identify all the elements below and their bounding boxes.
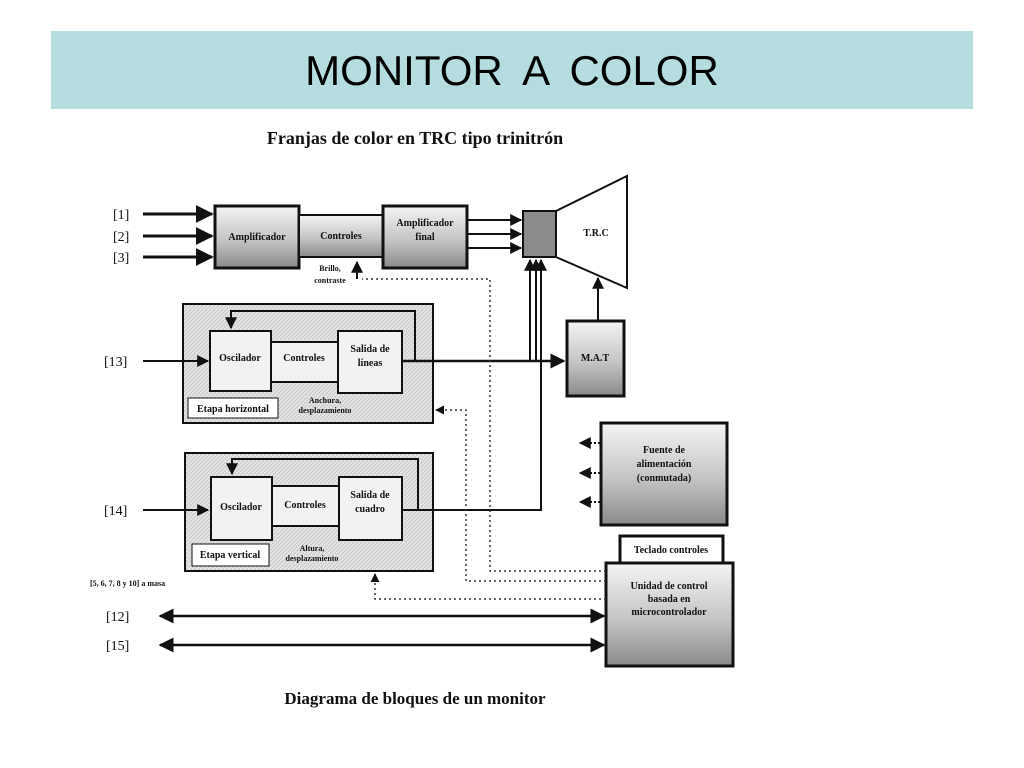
input-lines-rgb (143, 205, 214, 266)
controles-v-label: Controles (284, 500, 326, 511)
etapa-horizontal-label: Etapa horizontal (197, 404, 269, 415)
teclado-label: Teclado controles (634, 545, 708, 556)
input-label-14: [14] (104, 504, 127, 519)
amplificador-label: Amplificador (228, 232, 286, 243)
altura-label-2: desplazamiento (286, 554, 339, 563)
control-line-vertical (370, 573, 606, 600)
ground-pins-label: [5, 6, 7, 8 y 10] a masa (90, 579, 165, 588)
power-output-arrows (578, 437, 600, 508)
controles-h-block (270, 341, 339, 383)
rgb-to-trc-lines (467, 214, 523, 254)
brillo-label-1: Brillo, (319, 264, 341, 273)
trc-label: T.R.C (583, 228, 608, 239)
etapa-vertical-label: Etapa vertical (200, 550, 260, 561)
etapa-vertical-box (191, 543, 270, 567)
controles-h-label: Controles (283, 353, 325, 364)
title-banner: MONITOR A COLOR (51, 31, 973, 109)
input-label-15: [15] (106, 639, 129, 654)
mat-label: M.A.T (581, 353, 610, 364)
oscilador-v-label: Oscilador (220, 502, 262, 513)
slide-title: MONITOR A COLOR (305, 47, 719, 94)
salida-lineas-label-2: líneas (358, 358, 383, 369)
salida-lineas-label-1: Salida de (350, 344, 390, 355)
diagram-subtitle: Franjas de color en TRC tipo trinitrón (266, 128, 564, 148)
fuente-label-3: (conmutada) (637, 473, 691, 484)
control-line-video (362, 278, 606, 572)
anchura-label-2: desplazamiento (299, 406, 352, 415)
salida-cuadro-block (338, 476, 403, 541)
salida-cuadro-label-1: Salida de (350, 490, 390, 501)
amplificador-block (213, 204, 301, 270)
unidad-label-1: Unidad de control (630, 581, 707, 592)
trc-gun-block (522, 210, 557, 258)
input-label-2: [2] (113, 230, 129, 245)
input-label-3: [3] (113, 251, 129, 266)
salida-cuadro-label-2: cuadro (355, 504, 385, 515)
unidad-label-3: microcontrolador (631, 607, 707, 618)
anchura-label-1: Anchura, (309, 396, 341, 405)
diagram-caption: Diagrama de bloques de un monitor (284, 689, 546, 708)
control-line-horizontal (435, 405, 606, 582)
controles-video-label: Controles (320, 231, 362, 242)
amplificador-final-label-1: Amplificador (396, 218, 454, 229)
etapa-horizontal-box (187, 397, 279, 419)
oscilador-h-label: Oscilador (219, 353, 261, 364)
brillo-label-2: contraste (314, 276, 346, 285)
salida-lineas-block (337, 330, 403, 394)
oscilador-h-block (209, 330, 272, 392)
altura-label-1: Altura, (300, 544, 325, 553)
input-label-13: [13] (104, 355, 127, 370)
mat-block (565, 319, 626, 398)
fuente-label-1: Fuente de (643, 445, 686, 456)
fuente-label-2: alimentación (637, 459, 692, 470)
vertical-to-trc-line (402, 258, 547, 511)
amplificador-final-label-2: final (415, 232, 435, 243)
fuente-alimentacion-block (599, 421, 729, 527)
input-label-1: [1] (113, 208, 129, 223)
unidad-control-block (604, 561, 735, 668)
controles-video-block (298, 214, 384, 258)
trc-screen-shape (555, 174, 628, 290)
amplificador-final-block (381, 204, 469, 270)
input-label-12: [12] (106, 610, 129, 625)
unidad-label-2: basada en (648, 594, 691, 605)
